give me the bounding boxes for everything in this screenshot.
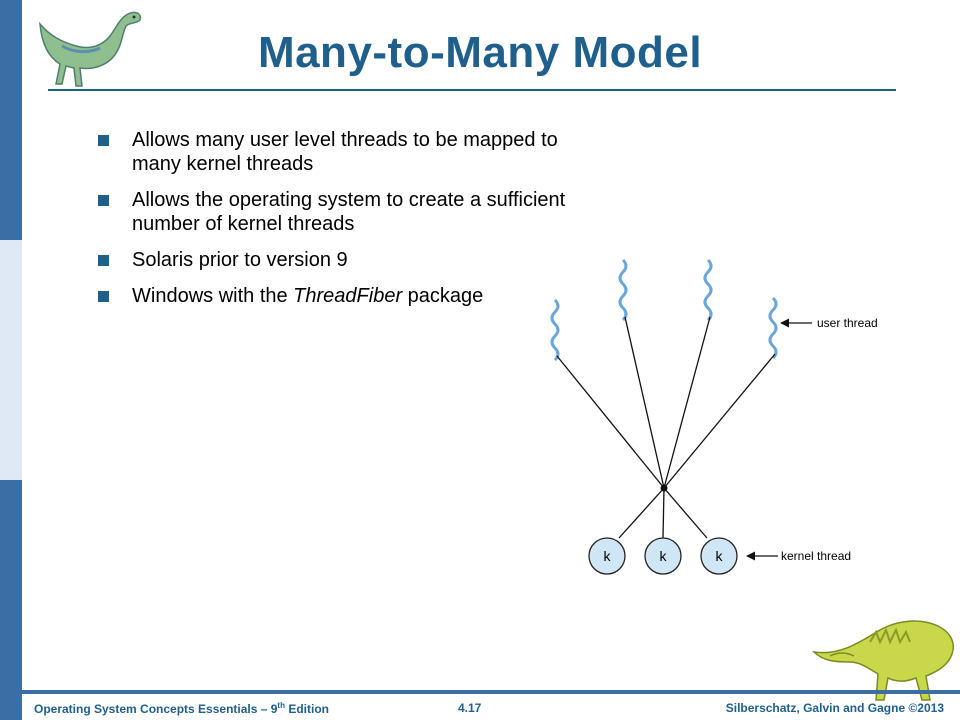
kernel-thread-node [700, 537, 738, 575]
thread-connector [556, 355, 665, 489]
kernel-thread-label: kernel thread [781, 549, 851, 563]
list-item: Windows with the ThreadFiber package [96, 284, 566, 308]
square-bullet-icon [98, 135, 109, 146]
kernel-node-label: k [604, 548, 612, 564]
dinosaur-illustration-icon [811, 620, 954, 701]
kernel-node-label: k [716, 548, 724, 564]
dinosaur-logo-icon [39, 11, 142, 87]
list-item: Allows many user level threads to be map… [96, 128, 566, 176]
footer-book-title: Operating System Concepts Essentials – 9… [34, 701, 329, 716]
bullet-text-prefix: Windows with the [132, 285, 294, 307]
kernel-connector [663, 487, 708, 539]
footer-page-number: 4.17 [458, 701, 482, 715]
thread-connector [624, 316, 665, 489]
square-bullet-icon [98, 255, 109, 266]
bullet-list: Allows many user level threads to be map… [96, 128, 566, 320]
left-sidebar-highlight [0, 240, 22, 480]
user-thread-wave [550, 298, 560, 362]
user-thread-wave [703, 258, 713, 322]
square-bullet-icon [98, 195, 109, 206]
user-thread-wave [618, 258, 628, 322]
title-underline [48, 89, 896, 91]
many-to-many-diagram: k k k user thread kernel thread [550, 258, 878, 575]
kernel-node-label: k [660, 548, 668, 564]
kernel-thread-node [588, 537, 626, 575]
bullet-text: Solaris prior to version 9 [132, 249, 348, 271]
thread-connector [663, 316, 711, 489]
list-item: Allows the operating system to create a … [96, 188, 566, 236]
footer-bar [22, 690, 960, 694]
page-title: Many-to-Many Model [257, 28, 703, 77]
kernel-connector [618, 487, 665, 539]
footer-authors: Silberschatz, Galvin and Gagne ©2013 [725, 701, 944, 715]
bullet-text: Allows many user level threads to be map… [132, 129, 558, 175]
bullet-text: Allows the operating system to create a … [132, 189, 566, 235]
square-bullet-icon [98, 291, 109, 302]
bullet-text-italic: ThreadFiber [293, 285, 403, 307]
user-thread-label: user thread [817, 316, 878, 330]
thread-connector [663, 353, 776, 489]
bullet-text-suffix: package [402, 285, 484, 307]
kernel-thread-node [644, 537, 682, 575]
user-thread-wave [768, 296, 778, 360]
kernel-connector [662, 487, 665, 539]
list-item: Solaris prior to version 9 [96, 248, 566, 272]
